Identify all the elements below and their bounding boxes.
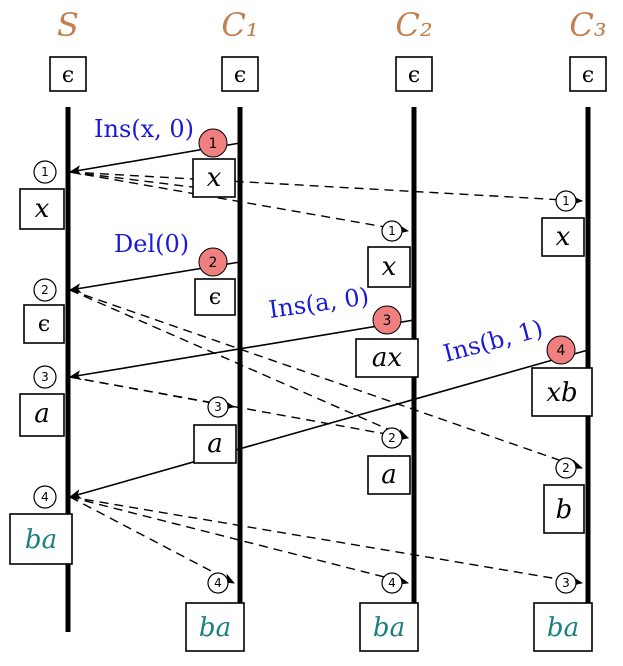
- svg-text:ba: ba: [199, 613, 231, 643]
- initial-state-S: ϵ: [49, 56, 87, 92]
- server-recv-4: 4: [33, 485, 57, 509]
- svg-text:1: 1: [562, 194, 570, 208]
- broadcast-3: [69, 376, 409, 441]
- state-box-C1-1: x: [192, 158, 236, 198]
- state-box-C3-1: x: [541, 217, 585, 257]
- svg-text:ax: ax: [372, 343, 403, 373]
- svg-text:4: 4: [214, 576, 222, 590]
- recv-marker-C3-3: 3: [555, 572, 577, 594]
- state-box-C2-2: ax: [355, 338, 419, 378]
- svg-text:x: x: [207, 163, 222, 193]
- svg-text:ϵ: ϵ: [209, 285, 221, 310]
- op-label-1: Ins(x, 0): [94, 115, 194, 143]
- op-arrow-4: [69, 349, 589, 499]
- svg-text:2: 2: [209, 255, 218, 271]
- server-recv-1: 1: [33, 160, 57, 184]
- svg-text:ba: ba: [547, 613, 579, 643]
- broadcast-4: [69, 496, 583, 587]
- state-box-C1-3: a: [193, 424, 237, 464]
- svg-text:3: 3: [214, 400, 222, 414]
- svg-text:4: 4: [388, 576, 396, 590]
- state-box-C2-4: ba: [359, 602, 419, 652]
- svg-text:ba: ba: [25, 525, 57, 555]
- recv-marker-C2-2: 2: [381, 427, 403, 449]
- recv-marker-C2-4: 4: [381, 572, 403, 594]
- svg-text:x: x: [382, 252, 397, 282]
- svg-text:a: a: [207, 429, 223, 459]
- initial-state-C3: ϵ: [569, 56, 607, 92]
- state-box-C3-4: ba: [533, 602, 593, 652]
- op-label-4: Ins(b, 1): [440, 314, 546, 367]
- op-label-3: Ins(a, 0): [267, 282, 371, 324]
- recv-marker-C3-2: 2: [555, 457, 577, 479]
- svg-text:ba: ba: [373, 613, 405, 643]
- svg-text:ϵ: ϵ: [408, 63, 420, 88]
- svg-text:ϵ: ϵ: [38, 312, 50, 337]
- op-marker-1: 1: [198, 128, 228, 158]
- op-marker-3: 3: [372, 305, 402, 335]
- recv-marker-C1-4: 4: [207, 572, 229, 594]
- svg-text:1: 1: [41, 165, 49, 179]
- state-box-C2-1: x: [367, 246, 411, 288]
- svg-text:a: a: [34, 399, 50, 429]
- recv-marker-C2-1: 1: [381, 220, 403, 242]
- server-recv-3: 3: [33, 365, 57, 389]
- svg-text:2: 2: [41, 283, 49, 297]
- svg-text:3: 3: [41, 370, 49, 384]
- op-marker-2: 2: [198, 247, 228, 277]
- state-box-S-1: x: [19, 188, 65, 230]
- server-recv-2: 2: [33, 278, 57, 302]
- recv-marker-C3-1: 1: [555, 190, 577, 212]
- lane-name-C3: C₃: [569, 6, 606, 44]
- svg-text:ϵ: ϵ: [582, 63, 594, 88]
- svg-text:b: b: [556, 495, 573, 525]
- state-box-S-3: a: [19, 393, 65, 437]
- state-box-C1-2: ϵ: [194, 278, 236, 316]
- svg-text:x: x: [35, 194, 50, 224]
- initial-state-C1: ϵ: [221, 56, 259, 92]
- svg-text:2: 2: [562, 461, 570, 475]
- svg-text:ϵ: ϵ: [234, 63, 246, 88]
- svg-text:x: x: [556, 222, 571, 252]
- svg-text:a: a: [381, 460, 397, 490]
- state-box-C1-4: ba: [185, 602, 245, 652]
- lane-name-C2: C₂: [395, 6, 432, 44]
- svg-text:xb: xb: [546, 378, 577, 408]
- svg-text:1: 1: [388, 224, 396, 238]
- svg-text:3: 3: [562, 576, 570, 590]
- state-box-C3-3: b: [543, 484, 585, 534]
- svg-text:4: 4: [557, 343, 566, 359]
- svg-text:ϵ: ϵ: [62, 63, 74, 88]
- state-box-C3-2: xb: [531, 367, 593, 417]
- broadcast-1: [69, 171, 583, 235]
- state-box-S-2: ϵ: [23, 304, 65, 344]
- op-marker-4: 4: [546, 335, 576, 365]
- initial-state-C2: ϵ: [395, 56, 433, 92]
- svg-text:3: 3: [383, 313, 392, 329]
- op-arrow-3: [69, 319, 415, 381]
- svg-text:2: 2: [388, 431, 396, 445]
- op-label-2: Del(0): [114, 230, 189, 258]
- svg-text:4: 4: [41, 490, 49, 504]
- state-box-C2-3: a: [367, 455, 411, 495]
- broadcast-2: [69, 289, 583, 470]
- lane-name-C1: C₁: [221, 6, 258, 44]
- recv-marker-C1-3: 3: [207, 396, 229, 418]
- lane-name-S: S: [57, 6, 79, 44]
- svg-text:1: 1: [209, 136, 218, 152]
- state-box-S-4: ba: [9, 513, 73, 565]
